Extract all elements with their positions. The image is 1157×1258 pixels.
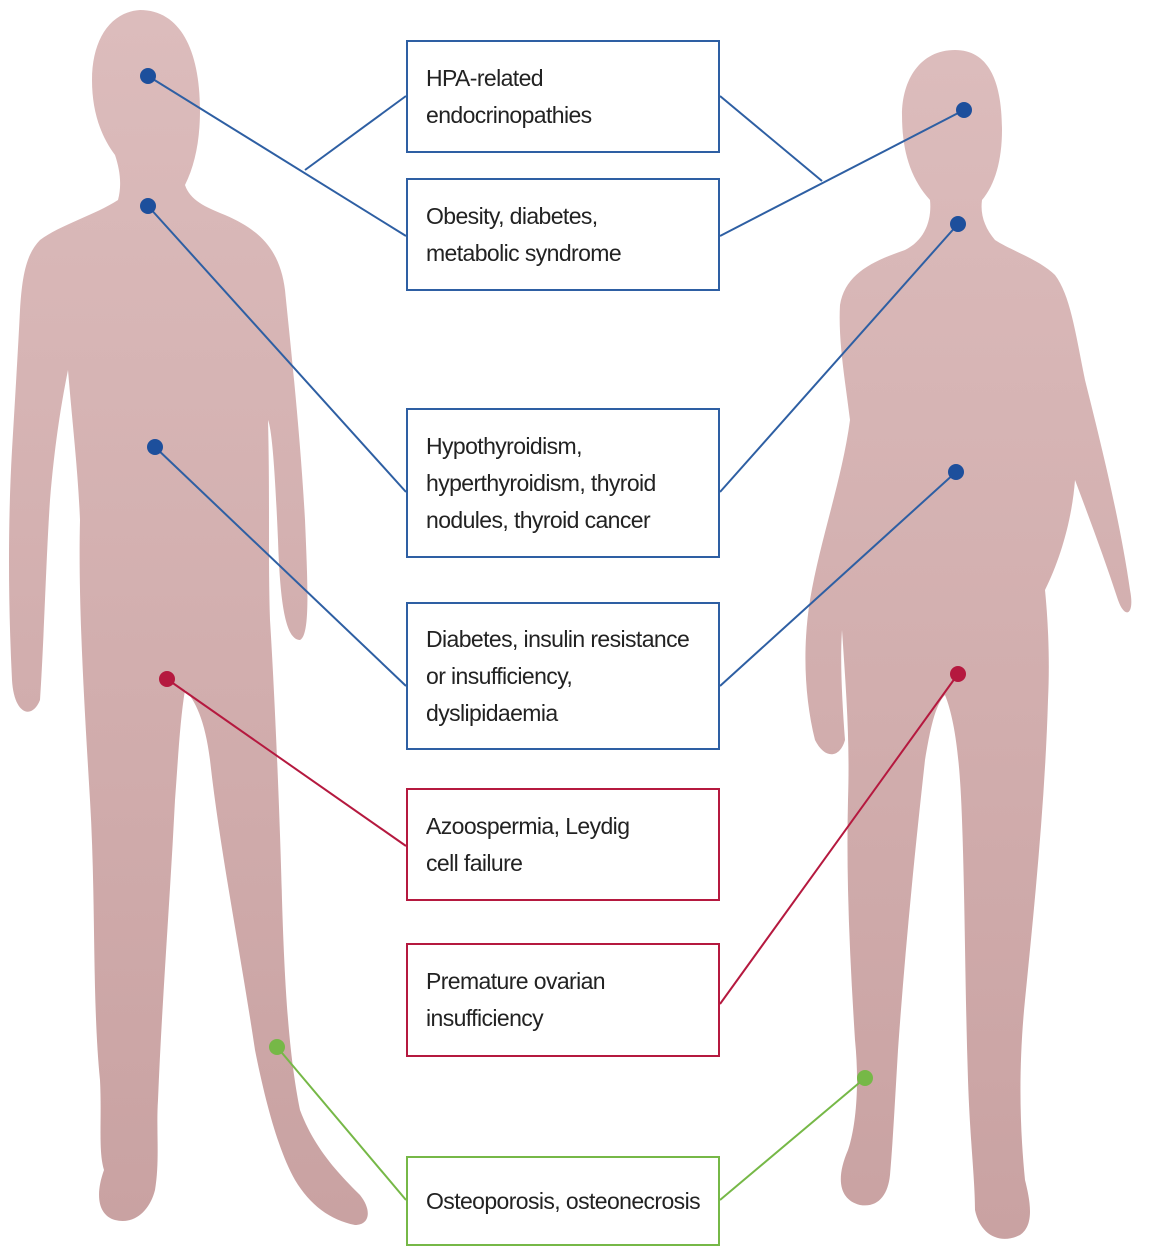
male-neck-dot [140,198,156,214]
male-head-dot [140,68,156,84]
osteo-box: Osteoporosis, osteonecrosis [406,1156,720,1246]
connector-male-head-hpa [305,96,406,170]
female-abdomen-dot [948,464,964,480]
female-ovaries-dot [950,666,966,682]
female-silhouette [805,50,1131,1239]
ovarian-label: Premature ovarian insufficiency [426,963,605,1037]
female-bone-dot [857,1070,873,1086]
obesity-box: Obesity, diabetes, metabolic syndrome [406,178,720,291]
diabetes-box: Diabetes, insulin resistance or insuffic… [406,602,720,750]
connector-female-head-hpa [720,96,822,181]
connector-male-testes [167,679,406,846]
osteo-label: Osteoporosis, osteonecrosis [426,1183,700,1220]
male-bone-dot [269,1039,285,1055]
male-silhouette [9,10,368,1225]
diabetes-label: Diabetes, insulin resistance or insuffic… [426,621,689,732]
thyroid-label: Hypothyroidism, hyperthyroidism, thyroid… [426,428,656,539]
female-neck-dot [950,216,966,232]
hpa-label: HPA-related endocrinopathies [426,60,592,134]
azoospermia-box: Azoospermia, Leydig cell failure [406,788,720,901]
male-testes-dot [159,671,175,687]
thyroid-box: Hypothyroidism, hyperthyroidism, thyroid… [406,408,720,558]
hpa-box: HPA-related endocrinopathies [406,40,720,153]
ovarian-box: Premature ovarian insufficiency [406,943,720,1057]
azoospermia-label: Azoospermia, Leydig cell failure [426,808,629,882]
male-abdomen-dot [147,439,163,455]
female-head-dot [956,102,972,118]
obesity-label: Obesity, diabetes, metabolic syndrome [426,198,621,272]
